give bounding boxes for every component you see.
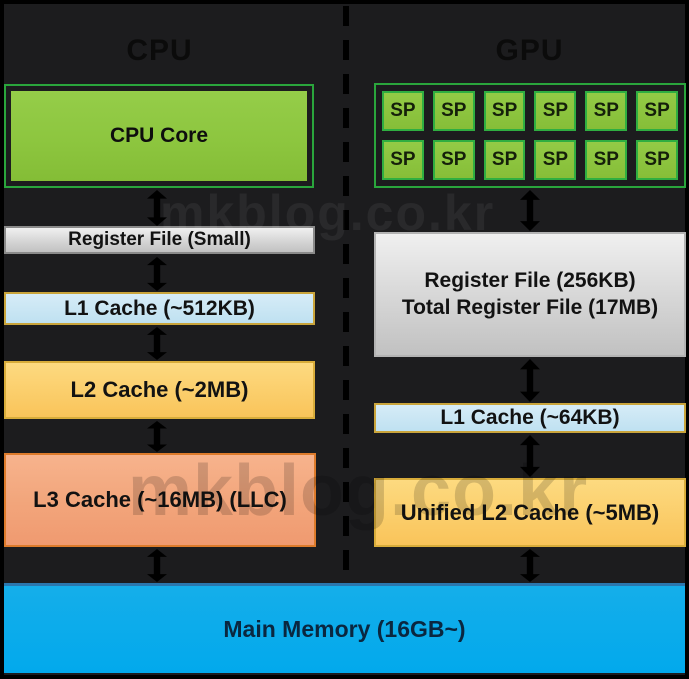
sp-core-cell: SP: [483, 91, 526, 131]
cpu-core-label: CPU Core: [11, 91, 307, 181]
cpu-l3-cache-box: L3 Cache (~16MB) (LLC): [4, 453, 316, 547]
gpu-register-file-box: Register File (256KB) Total Register Fil…: [374, 232, 686, 357]
cpu-register-file-box: Register File (Small): [4, 226, 315, 254]
gpu-column-title: GPU: [495, 34, 564, 67]
sp-core-cell: SP: [585, 91, 628, 131]
gpu-unified-l2-cache-box: Unified L2 Cache (~5MB): [374, 478, 686, 547]
sp-core-cell: SP: [432, 140, 475, 180]
sp-core-cell: SP: [534, 140, 577, 180]
sp-core-cell: SP: [585, 140, 628, 180]
sp-core-cell: SP: [483, 140, 526, 180]
cpu-l1-cache-box: L1 Cache (~512KB): [4, 292, 315, 325]
gpu-l1-cache-box: L1 Cache (~64KB): [374, 403, 686, 433]
cpu-l2-cache-box: L2 Cache (~2MB): [4, 361, 315, 419]
sp-core-cell: SP: [432, 91, 475, 131]
gpu-register-file-line2: Total Register File (17MB): [401, 295, 659, 319]
sp-core-cell: SP: [382, 91, 424, 131]
sp-core-cell: SP: [382, 140, 424, 180]
sp-core-cell: SP: [636, 140, 678, 180]
cpu-core-box: CPU Core: [4, 84, 314, 188]
gpu-register-file-line1: Register File (256KB): [424, 269, 636, 293]
sp-core-cell: SP: [636, 91, 678, 131]
sp-core-cell: SP: [534, 91, 577, 131]
cpu-column-title: CPU: [126, 34, 193, 67]
column-divider-dashed-line: [343, 6, 349, 572]
main-memory-box: Main Memory (16GB~): [4, 583, 685, 673]
